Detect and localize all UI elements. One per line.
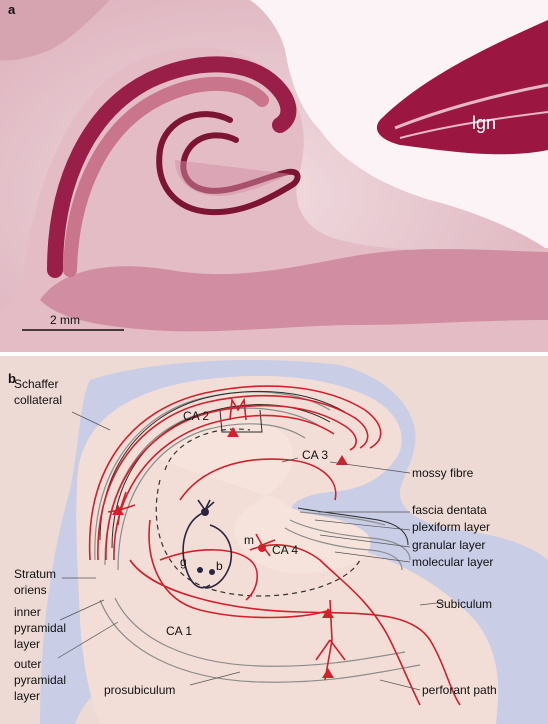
lgn-label: lgn — [472, 113, 496, 133]
prosubiculum-label: prosubiculum — [104, 683, 175, 697]
leader-lines — [57, 411, 446, 691]
granular-layer-label: granular layer — [412, 538, 485, 552]
panel-b-letter: b — [8, 371, 16, 386]
schaffer-collateral-label-1: Schaffer — [14, 377, 58, 391]
pyramidal-cells — [112, 427, 348, 678]
panel-a-letter: a — [8, 2, 16, 17]
schaffer-collateral-label-2: collateral — [14, 393, 62, 407]
outer-pyramidal-label-2: pyramidal — [14, 673, 66, 687]
fascia-dentata-label: fascia dentata — [412, 503, 487, 517]
fiber-paths — [88, 385, 461, 706]
cell-g-label: g — [180, 555, 187, 569]
ca4-label: CA 4 — [272, 543, 298, 557]
basket-cell-body — [201, 508, 209, 516]
histology-image: a lgn 2 mm — [0, 0, 548, 352]
inner-pyramidal-label-2: pyramidal — [14, 621, 66, 635]
inner-pyramidal-label-1: inner — [14, 605, 41, 619]
inner-pyramidal-label-3: layer — [14, 637, 40, 651]
ca4-dashed-boundary — [155, 428, 361, 597]
perforant-path-label: perforant path — [422, 683, 497, 697]
ca1-label: CA 1 — [166, 624, 192, 638]
hippocampus-schematic: b Schaffer collateral CA 2 CA 3 CA 4 CA … — [0, 356, 548, 724]
cell-m-label: m — [244, 533, 254, 547]
outer-pyramidal-label-1: outer — [14, 657, 41, 671]
scale-bar-label: 2 mm — [50, 313, 80, 327]
ca3-label: CA 3 — [302, 448, 328, 462]
granule-cell-body — [197, 567, 203, 573]
ca2-label: CA 2 — [183, 409, 209, 423]
mossy-fibre-label: mossy fibre — [412, 466, 474, 480]
panel-b-schematic: b Schaffer collateral CA 2 CA 3 CA 4 CA … — [0, 356, 548, 724]
cell-b-label: b — [216, 559, 223, 573]
panel-a-histology-photo: a lgn 2 mm — [0, 0, 548, 352]
b-cell-body — [209, 569, 215, 575]
subiculum-label: Subiculum — [436, 597, 492, 611]
outer-pyramidal-label-3: layer — [14, 689, 40, 703]
plexiform-layer-label: plexiform layer — [412, 520, 490, 534]
molecular-layer-label: molecular layer — [412, 555, 493, 569]
stratum-oriens-label-2: oriens — [14, 583, 47, 597]
stratum-oriens-label-1: Stratum — [14, 567, 56, 581]
